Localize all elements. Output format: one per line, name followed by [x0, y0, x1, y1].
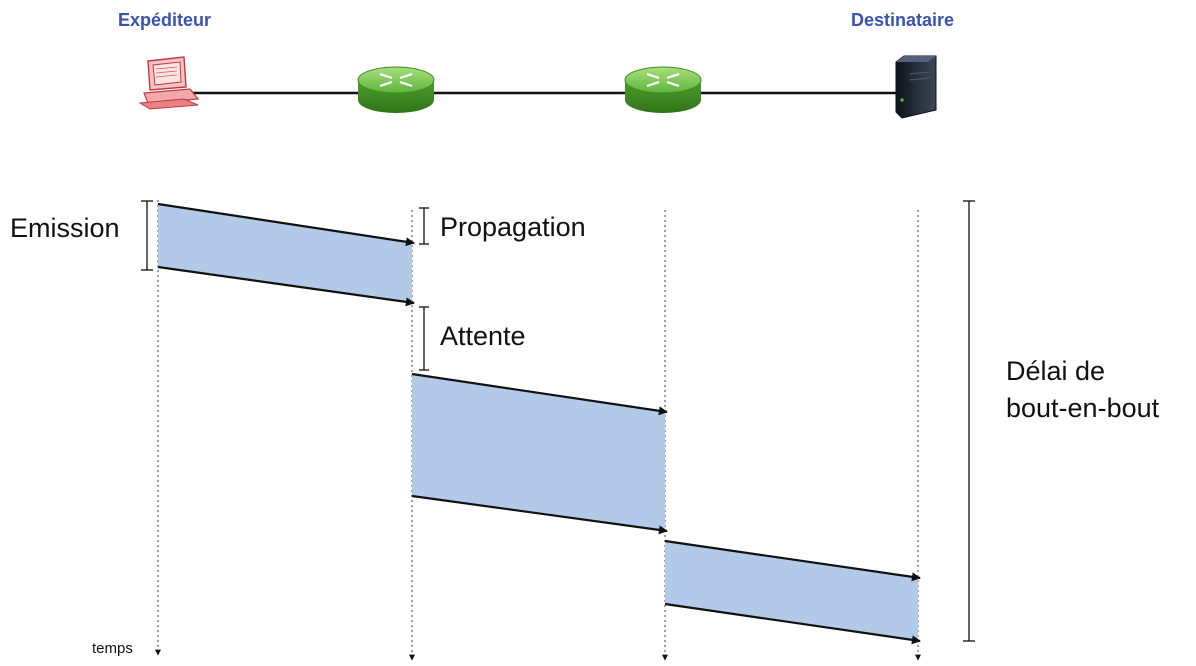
- router-icon: [357, 66, 435, 113]
- last-bit-arrow: [411, 494, 668, 535]
- emission-label: Emission: [10, 213, 120, 243]
- first-bit-arrow: [664, 539, 921, 582]
- receiver-label: Destinataire: [851, 10, 955, 30]
- emission-bracket: [141, 200, 153, 271]
- attente-label: Attente: [440, 321, 526, 351]
- first-bit-arrow: [157, 202, 415, 247]
- packet-hop-2: [412, 374, 665, 531]
- propagation-label: Propagation: [440, 212, 586, 242]
- last-bit-arrow: [664, 602, 921, 645]
- computer-icon: [138, 56, 200, 110]
- end-to-end-delay-label-line1: Délai de: [1006, 356, 1106, 386]
- end-to-end-delay-label-line2: bout-en-bout: [1006, 393, 1160, 423]
- attente-bracket: [419, 306, 429, 371]
- end-to-end-bracket: [963, 200, 975, 642]
- last-bit-arrow: [157, 265, 415, 307]
- propagation-bracket: [419, 207, 429, 245]
- packet-hop-1: [158, 204, 412, 303]
- server-icon: [895, 55, 937, 119]
- time-axis-label: temps: [92, 640, 133, 657]
- first-bit-arrow: [411, 372, 668, 416]
- packet-hop-3: [665, 541, 918, 641]
- sender-label: Expéditeur: [118, 10, 212, 30]
- router-icon: [624, 66, 702, 113]
